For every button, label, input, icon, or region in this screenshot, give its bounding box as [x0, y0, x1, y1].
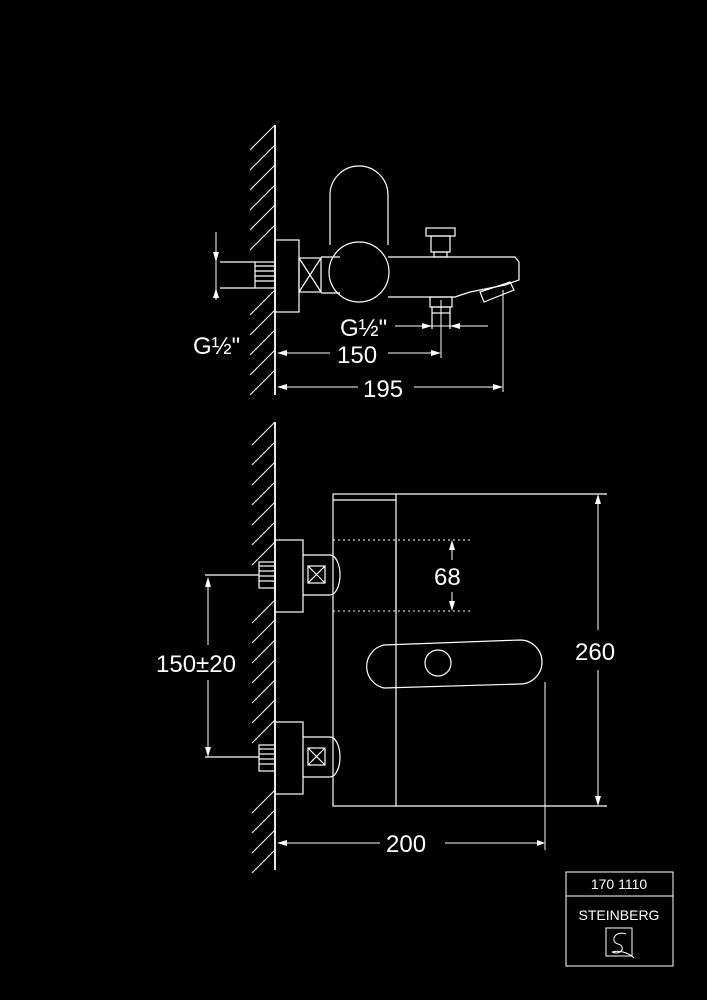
steinberg-logo-icon	[605, 927, 635, 959]
wall-hatching-top	[249, 124, 276, 396]
dimension-200-label: 200	[386, 831, 426, 858]
mixer-body-side	[321, 165, 520, 303]
dimension-260	[595, 494, 601, 806]
dimension-68-label: 68	[434, 564, 461, 591]
brand-name: STEINBERG	[579, 907, 660, 923]
dimension-200	[277, 682, 546, 850]
dimension-150-20	[205, 577, 211, 757]
wall-connector-side	[213, 232, 276, 300]
wall-thread-label: G½"	[193, 333, 240, 360]
dimension-150-label: 150	[337, 342, 377, 369]
eccentric-nut-side	[298, 257, 322, 293]
article-number: 170 1110	[591, 876, 648, 892]
diverter-knob-side	[425, 227, 456, 258]
dimension-150-20-label: 150±20	[156, 651, 236, 678]
title-block: 170 1110 STEINBERG	[565, 871, 674, 967]
front-view: 68 150±20 260 200	[156, 421, 615, 874]
dimension-195-label: 195	[363, 376, 403, 403]
dimension-150-side	[277, 300, 442, 358]
wall-hatching-bottom	[251, 421, 276, 874]
dimension-260-label: 260	[575, 639, 615, 666]
dimension-68	[449, 540, 455, 611]
spout-thread-label: G½"	[340, 315, 387, 342]
dimension-195	[277, 290, 504, 392]
side-view: G½" G½" 150 195	[193, 124, 520, 403]
lever-handle-front	[366, 639, 543, 689]
mixer-body-front	[332, 493, 607, 807]
